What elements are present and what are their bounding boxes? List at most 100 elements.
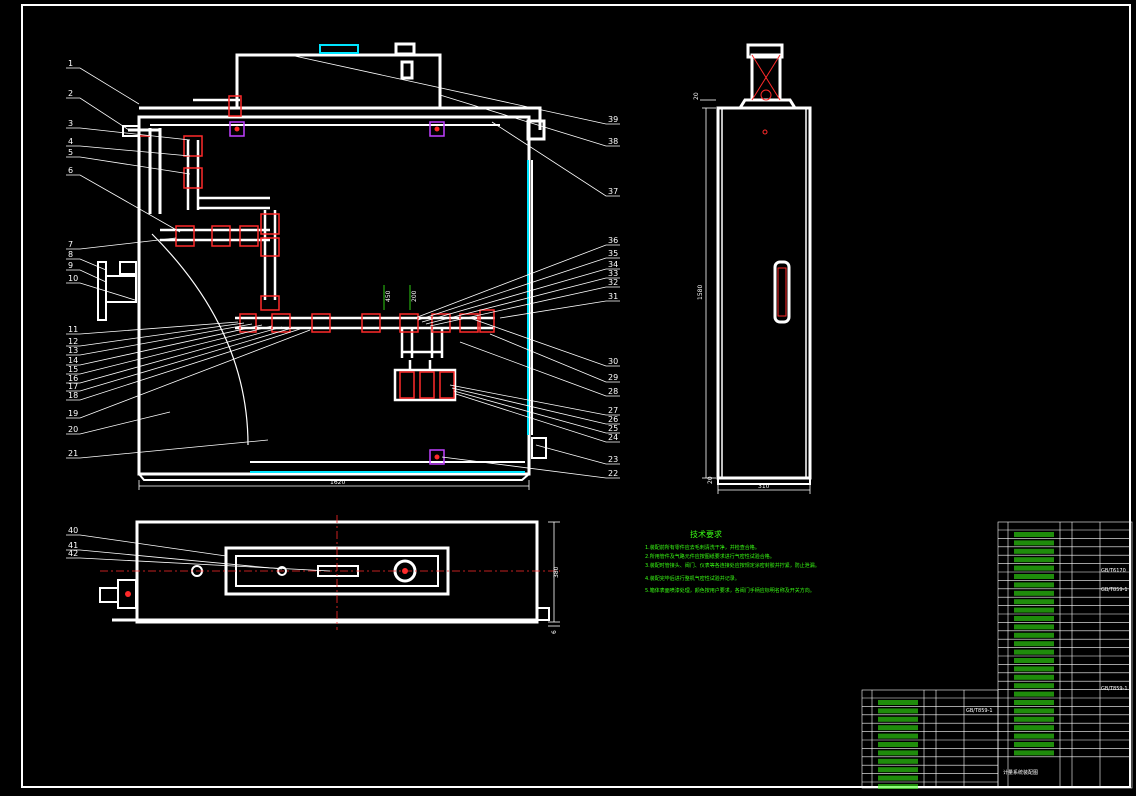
leader-line [441, 456, 620, 479]
leader-line [66, 326, 283, 384]
part-label: 28 [608, 387, 618, 396]
side-height-dim: 1580 [697, 285, 704, 300]
title-block-name: 计量系统装配图 [1003, 769, 1038, 776]
part-label: 33 [608, 269, 618, 278]
part-label: 3 [68, 119, 73, 128]
bom-entry-mark [878, 742, 918, 747]
part-label: 18 [68, 391, 78, 400]
bom-entry-mark [1014, 548, 1054, 554]
leader-line [66, 174, 181, 233]
part-label: 7 [68, 240, 73, 249]
leader-line [66, 258, 107, 271]
leader-line [417, 257, 620, 321]
fitting-dim-a: 450 [385, 290, 392, 302]
part-label: 34 [608, 260, 618, 269]
top-frame [139, 106, 542, 130]
part-label: 39 [608, 115, 618, 124]
bom-code-4: GB/T859-1 [966, 708, 993, 714]
bom-entry-mark [1014, 540, 1054, 546]
parts-list: 计量系统装配图 GB/T6170 GB/T859-1 GB/T859-1 GB/… [861, 521, 1133, 789]
leader-line [66, 67, 140, 105]
bom-entry-mark [1014, 683, 1054, 689]
part-label: 41 [68, 541, 78, 550]
leader-line [425, 277, 620, 325]
pipe-network [160, 98, 495, 402]
leader-line [66, 439, 269, 459]
leader-line [66, 127, 191, 141]
part-label: 42 [68, 549, 78, 558]
leader-lines-right [289, 54, 620, 479]
fitting-dim-b: 200 [411, 290, 418, 302]
side-view [716, 43, 812, 485]
leader-line [66, 323, 253, 356]
bom-entry-mark [878, 775, 918, 781]
cabinet-base [138, 473, 530, 481]
plan-depth-dim: 380 [553, 566, 560, 578]
part-label: 31 [608, 292, 618, 301]
part-label: 17 [68, 382, 78, 391]
part-label: 23 [608, 455, 618, 464]
part-label: 38 [608, 137, 618, 146]
leader-line [439, 94, 620, 147]
bom-entry-mark [1014, 590, 1054, 596]
leader-line [429, 286, 620, 327]
bom-code-2: GB/T859-1 [1101, 587, 1128, 593]
part-label: 30 [608, 357, 618, 366]
bom-entry-mark [878, 700, 918, 705]
bom-entry-mark [1014, 691, 1054, 697]
leader-line [66, 269, 107, 283]
bom-entry-mark [1014, 725, 1054, 731]
leader-line [459, 341, 620, 397]
bom-entry-mark [1014, 708, 1054, 714]
leader-line [469, 317, 620, 367]
bom-entry-mark [1014, 624, 1054, 630]
leader-line [535, 444, 620, 465]
leader-line [66, 329, 311, 419]
part-label: 25 [608, 424, 618, 433]
bom-table-left [861, 689, 999, 789]
part-label: 11 [68, 325, 78, 334]
leader-line [66, 282, 136, 301]
part-label: 40 [68, 526, 78, 535]
leader-line [66, 97, 130, 131]
bom-entry-mark [1014, 641, 1054, 647]
bom-entry-mark [1014, 565, 1054, 571]
part-label: 8 [68, 250, 73, 259]
leader-line [66, 324, 263, 366]
leader-line [66, 237, 177, 250]
bom-entry-mark [1014, 716, 1054, 722]
leader-line [66, 557, 331, 572]
note-line-2: 2.所用管件及气路元件应按图纸要求进行气密性试验合格。 [645, 553, 775, 560]
bom-code-1: GB/T6170 [1101, 568, 1126, 574]
part-label: 32 [608, 278, 618, 287]
leader-line [489, 333, 620, 383]
part-label: 22 [608, 469, 618, 478]
leader-line [66, 321, 239, 335]
bom-entry-mark [1014, 616, 1054, 621]
bom-code-3: GB/T859-1 [1101, 686, 1128, 692]
leader-lines-plan [66, 534, 331, 572]
bom-table-right [997, 521, 1133, 789]
top-handle [319, 44, 359, 54]
part-label: 2 [68, 89, 73, 98]
bom-entry-mark [1014, 607, 1054, 613]
leader-lines-left [66, 67, 311, 459]
bom-entry-mark [1014, 666, 1054, 672]
leader-line [289, 54, 620, 125]
bom-entry-mark [878, 733, 918, 739]
bom-entry-mark [1014, 574, 1054, 579]
part-label: 6 [68, 166, 73, 175]
bom-entry-mark [1014, 582, 1054, 588]
leader-line [453, 390, 620, 434]
leader-line [66, 156, 191, 175]
part-label: 16 [68, 374, 78, 383]
leader-line [66, 322, 245, 347]
bom-entry-mark [1014, 649, 1054, 655]
leader-line [66, 327, 293, 392]
technical-notes: 技术要求 1.装配前所有零件应去毛刺清洗干净，并检查合格。 2.所用管件及气路元… [645, 529, 820, 594]
part-label: 1 [68, 59, 73, 68]
bom-entry-mark [1014, 674, 1054, 680]
side-top-dim: 20 [693, 92, 700, 100]
note-line-1: 1.装配前所有零件应去毛刺清洗干净，并检查合格。 [645, 544, 760, 551]
